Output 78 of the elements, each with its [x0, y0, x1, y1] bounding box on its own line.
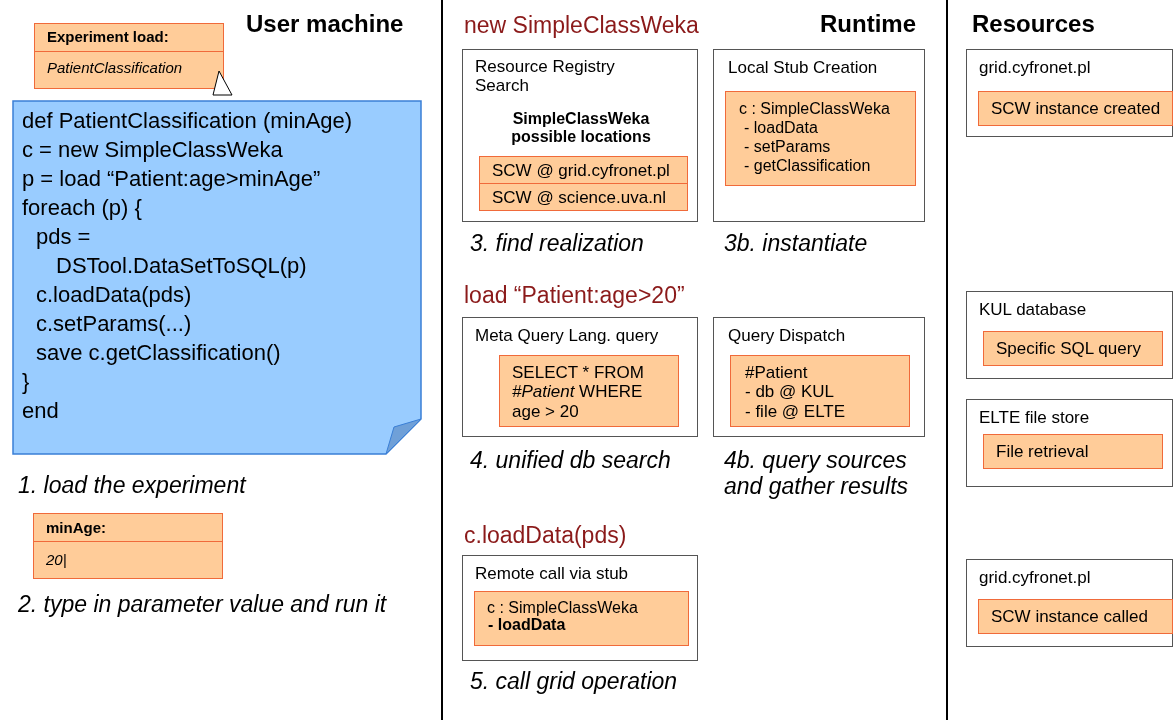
- input-form: [34, 23, 224, 89]
- field-label: minAge:: [46, 519, 106, 536]
- code-line: c.loadData(pds): [36, 282, 192, 308]
- input-form: [33, 513, 223, 579]
- code-note: [12, 100, 422, 455]
- process-box: [462, 317, 698, 437]
- step-caption: 1. load the experiment: [18, 472, 246, 499]
- stub-box: [474, 591, 689, 646]
- box-text: c : SimpleClassWeka: [739, 100, 890, 118]
- box-text: SCW instance created: [991, 99, 1161, 119]
- operation-box: [983, 331, 1163, 366]
- field-value: PatientClassification: [47, 59, 183, 76]
- box-text: - loadData: [744, 119, 818, 137]
- stub-box: [725, 91, 916, 186]
- box-text: - loadData: [488, 616, 566, 634]
- step-heading: new SimpleClassWeka: [464, 12, 699, 39]
- code-line: p = load “Patient:age>minAge”: [22, 166, 321, 192]
- box-title: Remote call via stub: [475, 564, 629, 584]
- process-box: [462, 49, 698, 222]
- code-line: DSTool.DataSetToSQL(p): [56, 253, 307, 279]
- box-title: Local Stub Creation: [728, 58, 878, 78]
- box-text: age > 20: [512, 402, 579, 422]
- box-text: Specific SQL query: [996, 339, 1141, 359]
- location-row: [479, 156, 688, 184]
- code-line: foreach (p) {: [22, 195, 142, 221]
- box-text: - setParams: [744, 138, 831, 156]
- box-text: - getClassification: [744, 157, 871, 175]
- operation-box: [978, 91, 1173, 126]
- box-text: SCW @ science.uva.nl: [492, 188, 667, 208]
- column-heading: Runtime: [820, 10, 916, 38]
- step-caption: 3b. instantiate: [724, 230, 869, 257]
- box-title: ELTE file store: [979, 408, 1090, 428]
- step-caption: 3. find realization: [470, 230, 645, 257]
- box-text: SCW instance called: [991, 607, 1148, 627]
- code-line: end: [22, 398, 59, 424]
- code-line: c.setParams(...): [36, 311, 192, 337]
- step-heading: load “Patient:age>20”: [464, 282, 685, 309]
- box-title: grid.cyfronet.pl: [979, 58, 1091, 78]
- box-title: KUL database: [979, 300, 1087, 320]
- location-row: [479, 183, 688, 211]
- box-text: - db @ KUL: [745, 382, 835, 402]
- box-text: - file @ ELTE: [745, 402, 846, 422]
- operation-box: [978, 599, 1173, 634]
- step-caption: 4. unified db search: [470, 447, 672, 474]
- resource-box: [966, 291, 1173, 379]
- code-line: }: [22, 369, 30, 395]
- process-box: [713, 49, 925, 222]
- box-title: Query Dispatch: [728, 326, 846, 346]
- process-box: [462, 555, 698, 661]
- box-subtitle: SimpleClassWeka possible locations: [510, 110, 652, 146]
- box-text: SCW @ grid.cyfronet.pl: [492, 161, 670, 181]
- step-caption: 5. call grid operation: [470, 668, 679, 695]
- code-line: def PatientClassification (minAge): [22, 108, 353, 134]
- box-text: c : SimpleClassWeka: [487, 599, 638, 617]
- box-text: SELECT * FROM: [512, 363, 644, 383]
- field-value: 20|: [46, 551, 67, 568]
- dispatch-box: [730, 355, 910, 427]
- code-line: pds =: [36, 224, 91, 250]
- operation-box: [983, 434, 1163, 469]
- box-title: Meta Query Lang. query: [475, 326, 659, 346]
- resource-box: [966, 49, 1173, 137]
- box-title: grid.cyfronet.pl: [979, 568, 1091, 588]
- step-heading: c.loadData(pds): [464, 522, 627, 549]
- code-line: c = new SimpleClassWeka: [22, 137, 283, 163]
- code-line: save c.getClassification(): [36, 340, 281, 366]
- box-title: Resource Registry Search: [475, 58, 616, 96]
- column-heading: User machine: [246, 10, 404, 38]
- box-text: #Patient: [745, 363, 808, 383]
- box-text: File retrieval: [996, 442, 1089, 462]
- resource-box: [966, 399, 1173, 487]
- column-heading: Resources: [972, 10, 1095, 38]
- resource-box: [966, 559, 1173, 647]
- query-box: [499, 355, 679, 427]
- field-label: Experiment load:: [47, 28, 169, 45]
- process-box: [713, 317, 925, 437]
- box-text: #Patient WHERE: [512, 382, 643, 402]
- step-caption: 2. type in parameter value and run it: [18, 591, 387, 618]
- step-caption: 4b. query sources and gather results: [724, 447, 910, 500]
